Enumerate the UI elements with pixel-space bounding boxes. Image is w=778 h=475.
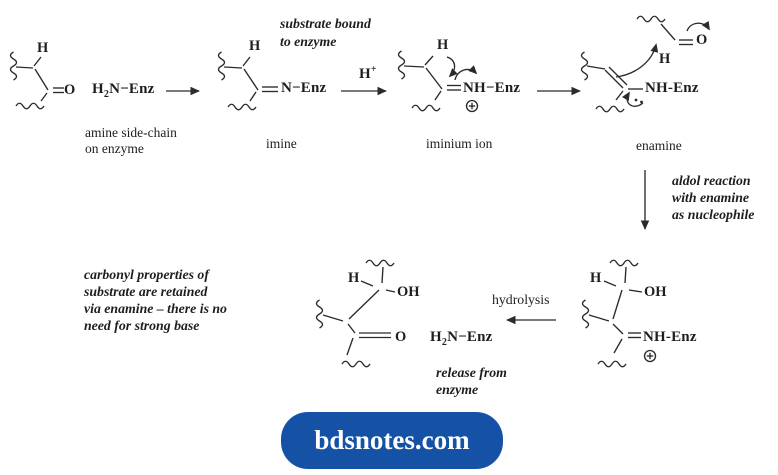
- aldol-note-line2: with enamine: [672, 190, 750, 205]
- proton-label: H+: [359, 64, 377, 82]
- left-note-line1: carbonyl properties of: [84, 267, 209, 282]
- s6-h-label: H: [348, 270, 360, 286]
- structure-imine: [217, 51, 278, 111]
- structure-ketone-substrate: [9, 51, 64, 110]
- s2-h-label: H: [249, 38, 261, 54]
- amine-reagent-formula: H2N−Enz: [92, 81, 155, 100]
- polymer-squiggle: [9, 51, 18, 81]
- s5-oh-label: OH: [644, 284, 667, 300]
- structure-enamine: [580, 15, 710, 113]
- lone-pair-dots: [634, 98, 643, 104]
- curly-arrow-ch-bond: [446, 56, 458, 78]
- s2-note-line2: to enzyme: [280, 34, 337, 49]
- s4-o-label: O: [696, 32, 708, 48]
- s1-caption-line1: amine side-chain: [85, 125, 177, 140]
- curly-arrow-to-nitrogen: [454, 65, 478, 81]
- bdsnotes-banner[interactable]: bdsnotes.com: [281, 412, 503, 469]
- wavy-bond: [341, 360, 371, 368]
- wavy-bond: [15, 102, 45, 110]
- s6-oh-label: OH: [397, 284, 420, 300]
- structure-aldol-iminium: [581, 259, 657, 368]
- s4-nh-enz-label: NH-Enz: [645, 80, 699, 96]
- curly-arrow-lone-pair: [622, 91, 644, 107]
- aldehyde-fragment: [636, 15, 710, 46]
- left-note-line2: substrate are retained: [84, 284, 208, 299]
- wavy-bond: [227, 103, 257, 111]
- wavy-bond: [597, 360, 627, 368]
- s6-o-label: O: [395, 329, 407, 345]
- structure-aldol-product: [315, 259, 396, 368]
- curly-arrow-nucleophilic-attack: [615, 43, 659, 78]
- aldol-note-line3: as nucleophile: [672, 207, 755, 222]
- wavy-bond: [411, 104, 441, 112]
- s1-o-label: O: [64, 82, 76, 98]
- curly-arrow-carbonyl: [686, 20, 710, 32]
- s4-caption: enamine: [636, 138, 682, 153]
- s3-caption: iminium ion: [426, 136, 493, 151]
- structure-iminium-ion: [397, 50, 479, 113]
- left-note-line3: via enamine – there is no: [84, 301, 227, 316]
- aldol-note-line1: aldol reaction: [672, 173, 751, 188]
- release-reagent-formula: H2N−Enz: [430, 329, 493, 348]
- s1-h-label: H: [37, 40, 49, 56]
- wavy-bond: [609, 259, 639, 267]
- s3-h-label: H: [437, 37, 449, 53]
- hydrolysis-label: hydrolysis: [492, 292, 550, 307]
- s1-caption-line2: on enzyme: [85, 141, 144, 156]
- wavy-bond: [595, 105, 625, 113]
- s2-note-line1: substrate bound: [280, 16, 371, 31]
- s2-caption: imine: [266, 136, 297, 151]
- wavy-bond: [636, 15, 666, 23]
- s5-h-label: H: [590, 270, 602, 286]
- plus-charge-icon: [465, 99, 479, 113]
- left-note-line4: need for strong base: [84, 318, 200, 333]
- s2-n-enz-label: N−Enz: [281, 80, 327, 96]
- s3-nh-enz-label: NH−Enz: [463, 80, 521, 96]
- bdsnotes-banner-label: bdsnotes.com: [314, 425, 470, 455]
- release-note-line2: enzyme: [436, 382, 479, 397]
- release-note-line1: release from: [436, 365, 507, 380]
- s4-h-label: H: [659, 51, 671, 67]
- wavy-bond: [365, 259, 395, 267]
- s5-nh-enz-label: NH-Enz: [643, 329, 697, 345]
- plus-charge-icon: [643, 349, 657, 363]
